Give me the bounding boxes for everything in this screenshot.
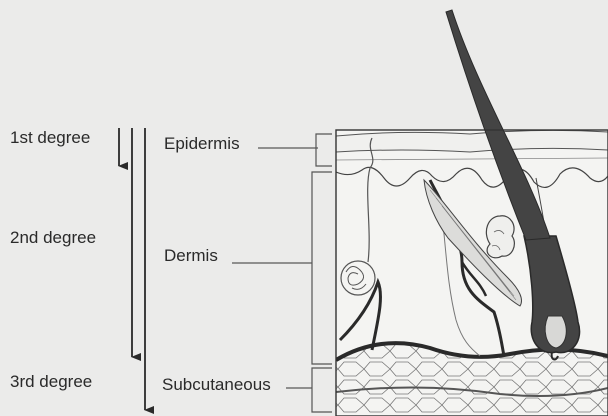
- bracket-dermis: [312, 172, 332, 364]
- bracket-epidermis: [316, 134, 332, 166]
- skin-cross-section: [336, 130, 608, 416]
- sebaceous-gland: [486, 216, 514, 258]
- bracket-subcutaneous: [312, 368, 332, 412]
